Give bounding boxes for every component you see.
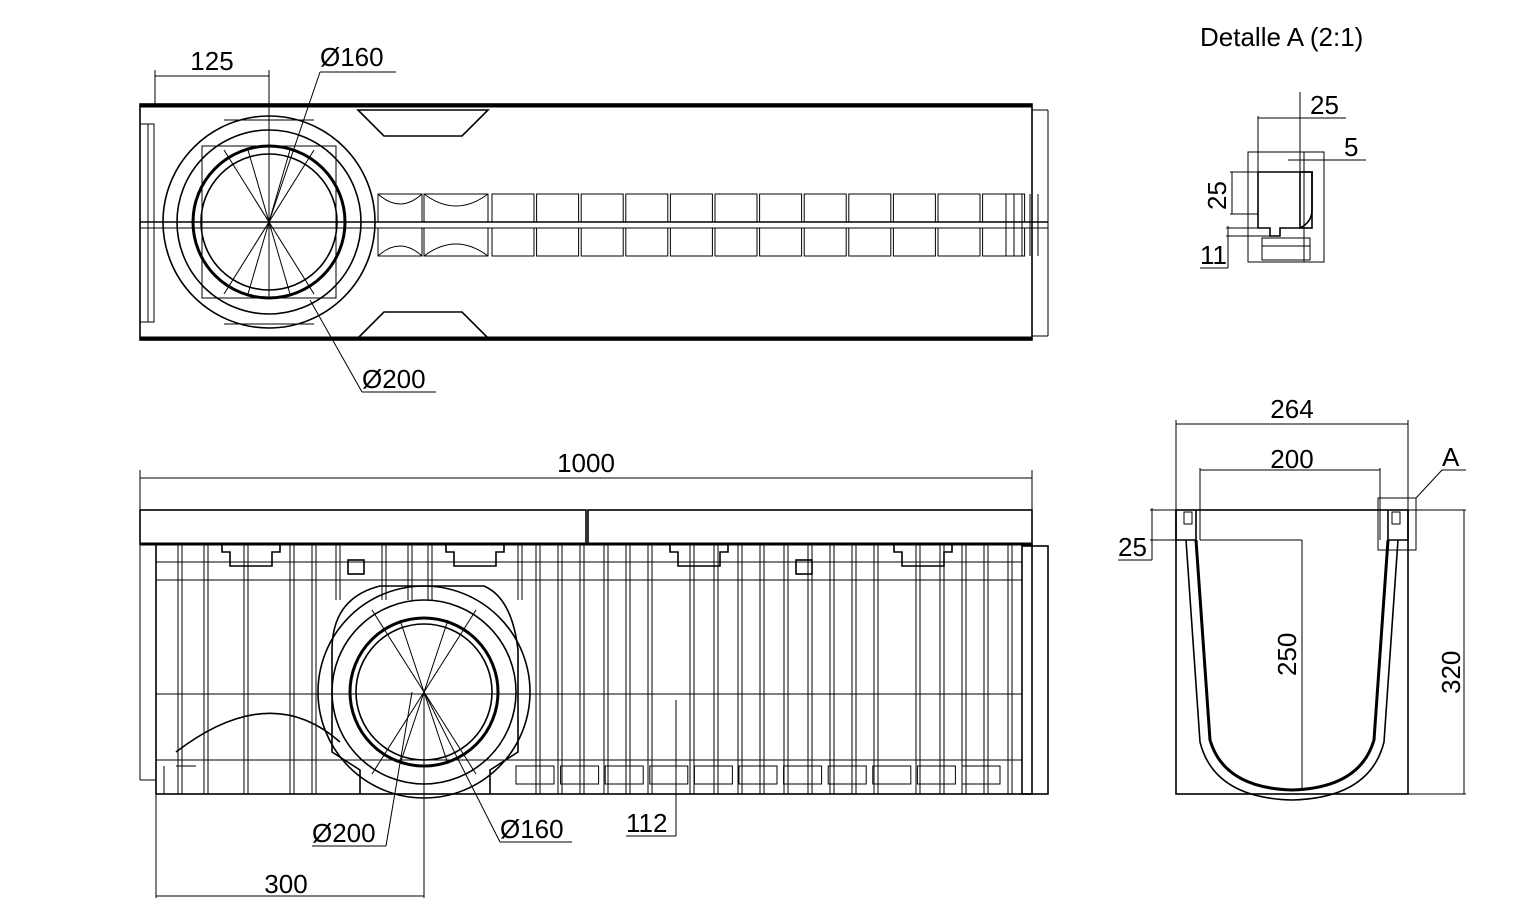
detail-marker-a: A	[1442, 442, 1460, 472]
grating-cell	[803, 227, 847, 257]
dim-320: 320	[1436, 651, 1466, 694]
grating-cell	[803, 193, 847, 223]
grating-cell	[714, 193, 758, 223]
side-ribs	[177, 544, 1013, 794]
grating-cell	[982, 193, 1026, 223]
end-slots	[1005, 194, 1039, 256]
dim-112: 112	[626, 808, 667, 838]
bottom-cell	[827, 765, 867, 785]
grating-cell	[625, 227, 669, 257]
grating-cell	[759, 193, 803, 223]
grating-cell	[536, 227, 580, 257]
grating-cell	[491, 227, 535, 257]
grating-cell	[892, 193, 936, 223]
bottom-cell	[560, 765, 600, 785]
grating-cell	[714, 227, 758, 257]
dim-diameter-160-top: Ø160	[320, 42, 384, 72]
section-view: A 264 200 25 250 320	[1118, 394, 1466, 801]
dim-5-detail: 5	[1344, 132, 1358, 162]
grating-cell	[580, 227, 624, 257]
dim-250: 250	[1272, 633, 1302, 676]
dim-diameter-200-side: Ø200	[312, 818, 376, 848]
grating-cell	[625, 193, 669, 223]
dim-11-detail: 11	[1200, 240, 1227, 270]
bottom-cell	[604, 765, 644, 785]
bottom-cell	[961, 765, 1001, 785]
dim-200: 200	[1270, 444, 1313, 474]
dim-264: 264	[1270, 394, 1313, 424]
detail-title: Detalle A (2:1)	[1200, 22, 1363, 52]
grating-cell	[982, 227, 1026, 257]
grating-cell	[536, 193, 580, 223]
grating-cell	[580, 193, 624, 223]
dim-125: 125	[190, 46, 233, 76]
grating-cell	[669, 227, 713, 257]
dim-diameter-200-top: Ø200	[362, 364, 426, 394]
dim-25-detail-top: 25	[1310, 90, 1339, 120]
grating-cell	[759, 227, 803, 257]
grating-cell	[937, 193, 981, 223]
top-view: 125 Ø160 Ø200	[139, 42, 1049, 394]
bottom-cell	[515, 765, 555, 785]
grating-cell	[937, 227, 981, 257]
dim-300: 300	[264, 869, 307, 899]
bottom-cells	[515, 765, 1001, 785]
dim-25-detail-left: 25	[1202, 181, 1232, 210]
grating-cell	[669, 193, 713, 223]
bottom-cell	[649, 765, 689, 785]
grating-cell	[892, 227, 936, 257]
bottom-cell	[783, 765, 823, 785]
bottom-cell	[693, 765, 733, 785]
dim-25-section: 25	[1118, 532, 1147, 562]
side-view: 1000 300 Ø200 Ø160 112	[139, 448, 1049, 899]
bottom-cell	[872, 765, 912, 785]
detail-view: Detalle A (2:1) 25 5 25 11	[1200, 22, 1366, 270]
dim-1000: 1000	[557, 448, 615, 478]
grating-cell	[848, 227, 892, 257]
bottom-cell	[916, 765, 956, 785]
grating-cell	[848, 193, 892, 223]
grating-grid	[491, 193, 1026, 257]
bottom-cell	[738, 765, 778, 785]
dim-diameter-160-side: Ø160	[500, 814, 564, 844]
grating-cell	[491, 193, 535, 223]
